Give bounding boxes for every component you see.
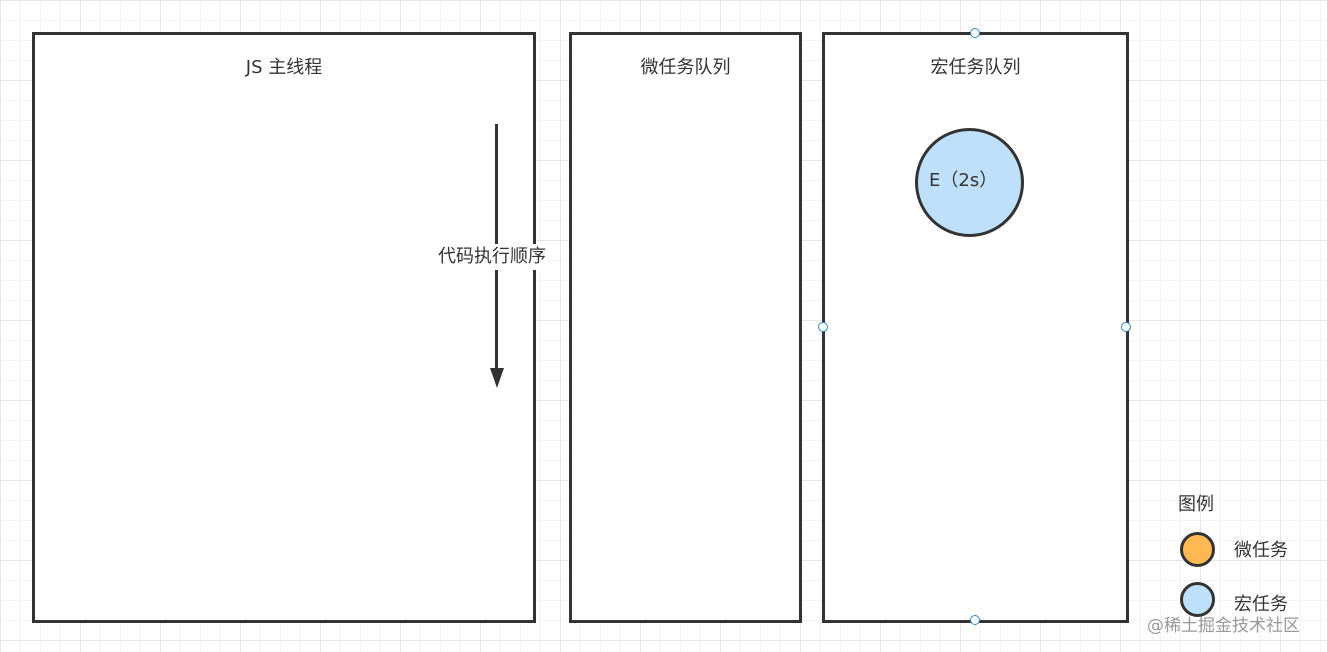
selection-handle-top[interactable]: [970, 28, 980, 38]
js-main-thread-box: JS 主线程: [32, 32, 536, 623]
macrotask-queue-title: 宏任务队列: [930, 57, 1021, 78]
selection-handle-bottom[interactable]: [970, 615, 980, 625]
selection-handle-right[interactable]: [1121, 322, 1131, 332]
legend-macrotask-swatch: [1180, 582, 1215, 617]
watermark: @稀土掘金技术社区: [1147, 616, 1300, 636]
macrotask-e-node[interactable]: [915, 128, 1024, 237]
execution-order-label: 代码执行顺序: [436, 244, 548, 270]
legend-macrotask-label: 宏任务: [1234, 594, 1288, 615]
microtask-queue-box: 微任务队列: [569, 32, 802, 623]
selection-handle-left[interactable]: [818, 322, 828, 332]
legend-microtask-swatch: [1180, 532, 1215, 567]
arrow-down-icon: [490, 368, 504, 388]
legend-title: 图例: [1178, 494, 1214, 515]
macrotask-e-label: E（2s）: [929, 170, 998, 191]
microtask-queue-title: 微任务队列: [640, 57, 731, 78]
macrotask-queue-box[interactable]: 宏任务队列: [822, 32, 1129, 623]
main-thread-title: JS 主线程: [245, 57, 323, 78]
legend-microtask-label: 微任务: [1234, 540, 1288, 561]
